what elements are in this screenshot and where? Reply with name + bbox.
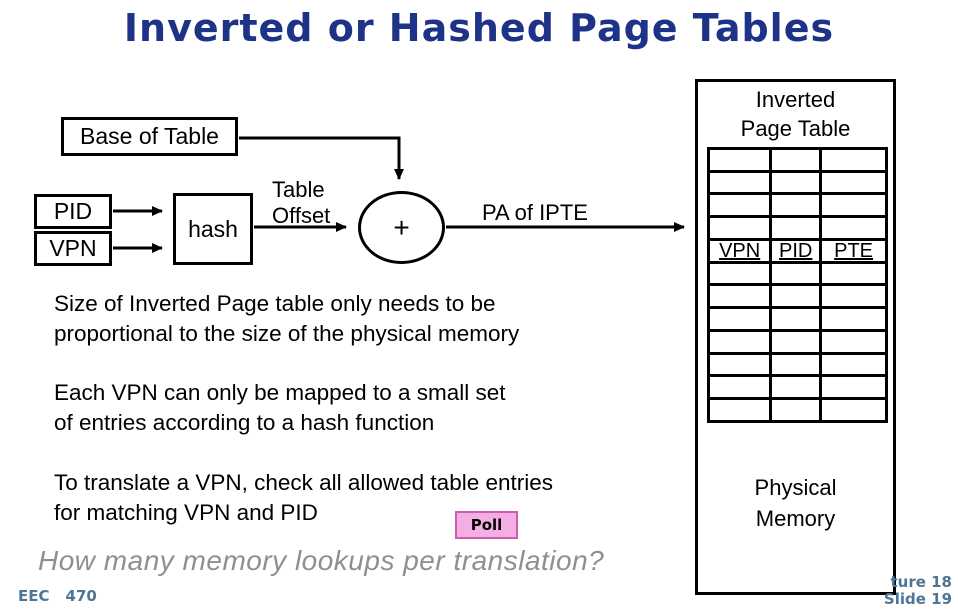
poll-button[interactable]: Poll — [455, 511, 518, 539]
body-paragraph-translate: To translate a VPN, check all allowed ta… — [54, 468, 553, 528]
table-offset-label: Table Offset — [272, 177, 330, 229]
slide-title: Inverted or Hashed Page Tables — [123, 6, 835, 50]
footer-lecture-slide: ture 18 Slide 19 — [884, 574, 952, 608]
ipt-header-row: VPN PID PTE — [706, 237, 888, 264]
para1-line1: Size of Inverted Page table only needs t… — [54, 291, 496, 316]
adder-node: + — [358, 191, 445, 264]
ipt-row — [706, 192, 888, 219]
para1-line2: proportional to the size of the physical… — [54, 321, 520, 346]
ipt-row — [706, 351, 888, 378]
table-offset-line2: Offset — [272, 203, 331, 228]
ipt-row — [706, 260, 888, 287]
ipt-row — [706, 215, 888, 241]
ipt-row — [706, 328, 888, 355]
ipt-row — [706, 169, 888, 196]
para2-line2: of entries according to a hash function — [54, 410, 435, 435]
ipt-header-pte: PTE — [819, 237, 888, 264]
physical-memory-label: Physical Memory — [695, 472, 896, 534]
footer-lecture-ref: ture 18 — [890, 573, 952, 591]
para2-line1: Each VPN can only be mapped to a small s… — [54, 380, 506, 405]
physical-memory-line2: Memory — [755, 506, 836, 531]
ipt-row — [706, 374, 888, 400]
ipt-row — [706, 283, 888, 310]
footer-course-number: 470 — [65, 587, 97, 605]
body-paragraph-size: Size of Inverted Page table only needs t… — [54, 289, 519, 349]
connector-base-to-adder — [239, 136, 404, 180]
hash-box: hash — [173, 193, 253, 265]
ipt-title-line1: Inverted — [755, 87, 836, 112]
inverted-page-table-title: Inverted Page Table — [695, 85, 896, 143]
physical-memory-line1: Physical — [754, 475, 837, 500]
footer-course-code: EEC — [18, 587, 50, 605]
plus-icon: + — [393, 211, 410, 243]
footer-slide-ref: Slide 19 — [883, 590, 952, 608]
inverted-page-table: VPN PID PTE — [706, 147, 888, 423]
ipt-header-vpn: VPN — [706, 237, 773, 264]
para3-line1: To translate a VPN, check all allowed ta… — [54, 470, 554, 495]
vpn-box: VPN — [34, 231, 112, 266]
pid-box: PID — [34, 194, 112, 229]
footer-course: EEC 470 — [18, 587, 97, 605]
ipt-title-line2: Page Table — [740, 116, 851, 141]
ipt-row — [706, 396, 888, 423]
body-paragraph-vpn-mapping: Each VPN can only be mapped to a small s… — [54, 378, 506, 438]
pa-of-ipte-label: PA of IPTE — [482, 200, 588, 225]
base-of-table-box: Base of Table — [61, 117, 238, 156]
table-offset-line1: Table — [272, 177, 325, 202]
ipt-row — [706, 147, 888, 173]
para3-line2: for matching VPN and PID — [54, 500, 318, 525]
question-text: How many memory lookups per translation? — [38, 545, 605, 576]
ipt-row — [706, 306, 888, 332]
ipt-header-pid: PID — [769, 237, 823, 264]
